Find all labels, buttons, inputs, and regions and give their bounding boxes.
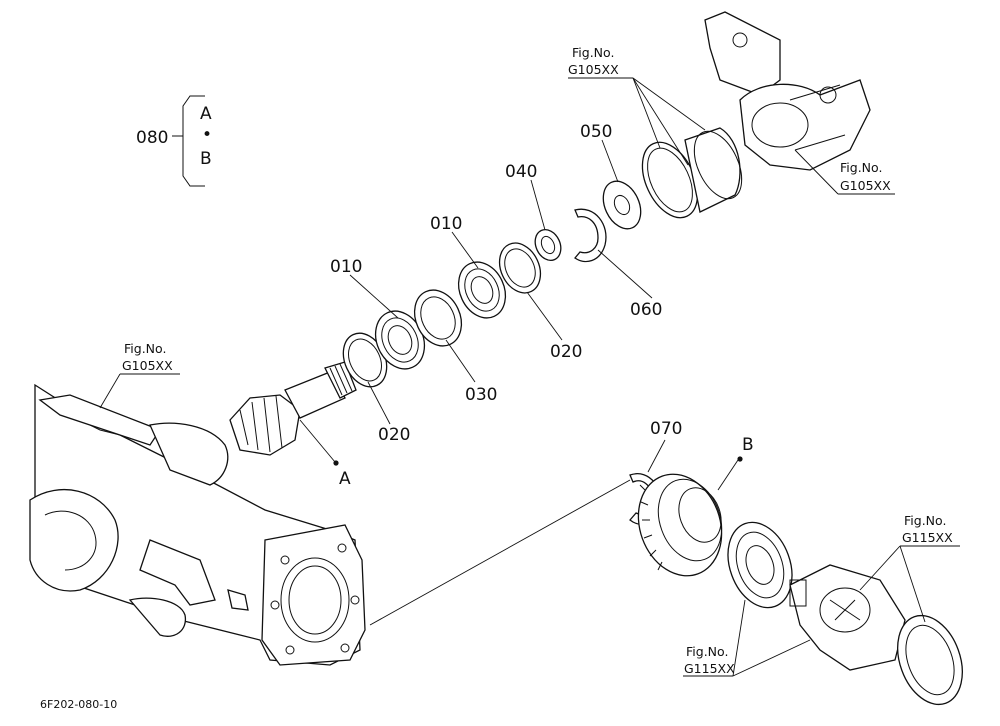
group-bracket — [172, 95, 205, 187]
callout-020-upper: 020 — [550, 342, 582, 362]
callout-020-lower: 020 — [378, 425, 410, 445]
callout-060: 060 — [630, 300, 662, 320]
fig-ref-top-center-line2: G105XX — [568, 62, 619, 77]
washer-050 — [602, 180, 642, 230]
drawing-code: 6F202-080-10 — [40, 698, 117, 711]
collar-030 — [413, 289, 463, 347]
point-a-dot — [333, 460, 339, 466]
callout-010-upper: 010 — [430, 214, 462, 234]
axle-housing — [29, 383, 366, 666]
fig-ref-top-center-line1: Fig.No. — [572, 45, 614, 60]
fig-ref-bottom-center-line2: G115XX — [684, 661, 735, 676]
bevel-pinion-shaft — [229, 361, 357, 456]
sleeve-parts-g105xx — [641, 127, 743, 219]
snap-ring-020-upper — [498, 242, 542, 294]
steering-knuckle — [704, 11, 871, 171]
group-sub-b-label: B — [200, 149, 212, 169]
callout-point-b: B — [742, 435, 754, 455]
fig-ref-left-line2: G105XX — [122, 358, 173, 373]
fig-ref-left-line1: Fig.No. — [124, 341, 166, 356]
callout-070: 070 — [650, 419, 682, 439]
differential-outer-bearing — [897, 614, 963, 706]
group-dot: • — [202, 125, 212, 145]
fig-ref-bottom-center-line1: Fig.No. — [686, 644, 728, 659]
differential-bearing — [727, 521, 793, 609]
snap-ring-060 — [574, 208, 607, 263]
callout-050: 050 — [580, 122, 612, 142]
bearing-010-upper — [457, 261, 507, 319]
callout-point-a: A — [339, 469, 351, 489]
callout-040: 040 — [505, 162, 537, 182]
bearing-010-lower — [374, 310, 426, 370]
point-b-dot — [737, 456, 743, 462]
callout-030: 030 — [465, 385, 497, 405]
ring-gear — [637, 473, 723, 577]
fig-ref-bottom-right-line1: Fig.No. — [904, 513, 946, 528]
group-number-label: 080 — [136, 128, 168, 148]
fig-ref-top-right-line2: G105XX — [840, 178, 891, 193]
differential-case — [789, 564, 906, 671]
fig-ref-top-right-line1: Fig.No. — [840, 160, 882, 175]
callout-010-lower: 010 — [330, 257, 362, 277]
fig-ref-bottom-right-line2: G115XX — [902, 530, 953, 545]
nut-040 — [534, 228, 562, 262]
group-sub-a-label: A — [200, 104, 212, 124]
leader-lines — [99, 77, 960, 677]
